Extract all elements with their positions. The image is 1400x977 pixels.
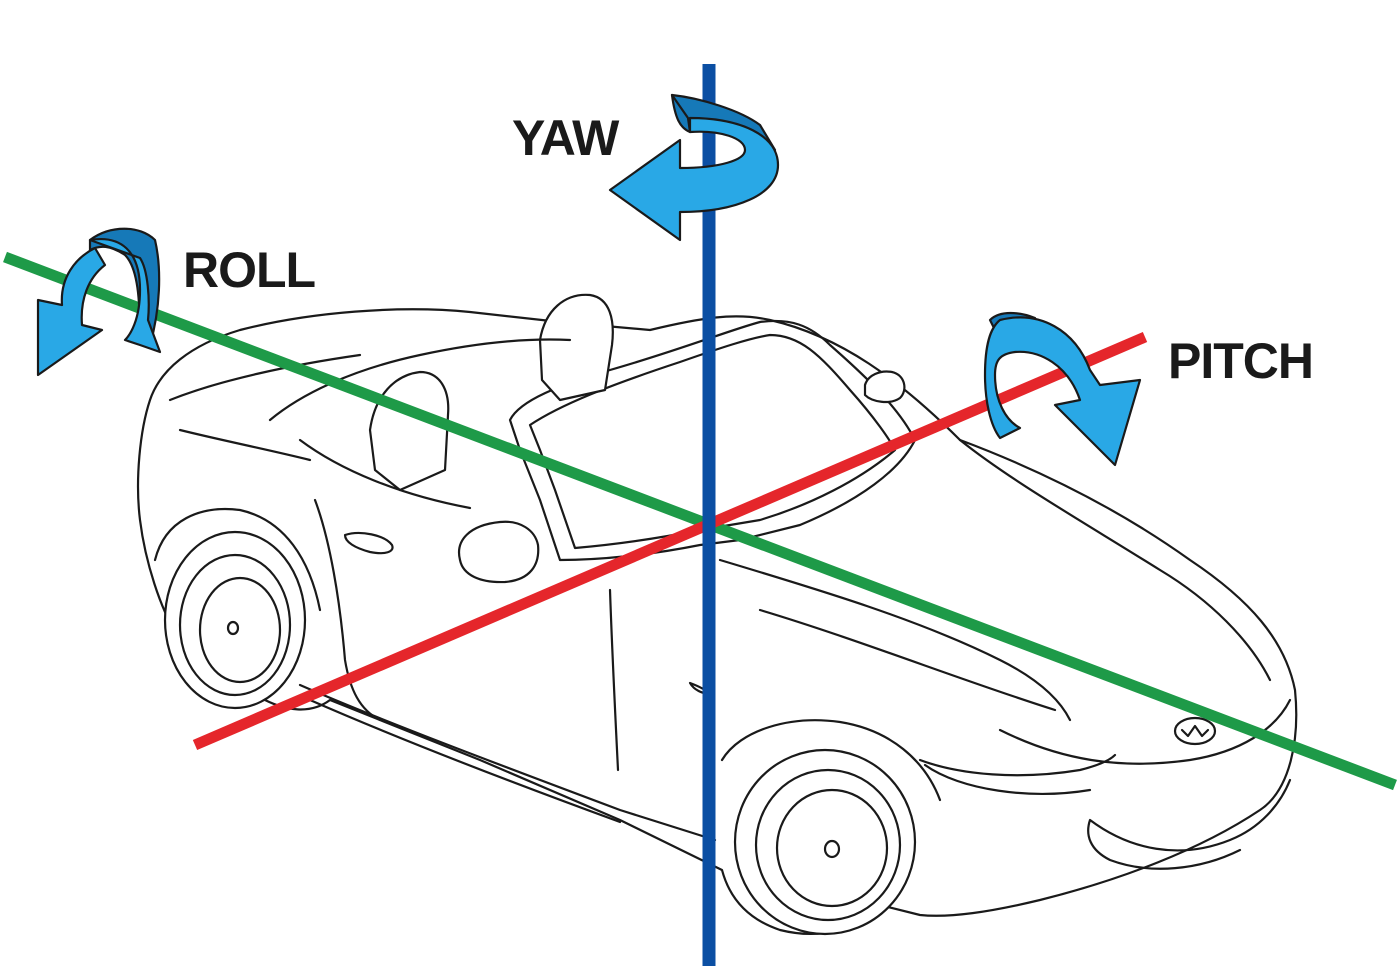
curved-rotation-arrow-icon — [36, 227, 162, 377]
brand-emblem — [1173, 716, 1217, 746]
roll-arrow-band — [88, 238, 162, 354]
front-bumper — [998, 698, 1292, 765]
pitch-arrow-band — [983, 316, 1142, 467]
front-wheel-arch — [720, 719, 942, 802]
roll-axis — [3, 251, 1397, 791]
door-handle — [343, 531, 394, 555]
door-outline — [313, 498, 620, 772]
pitch-label: PITCH — [1168, 333, 1313, 389]
cockpit-rim — [268, 338, 572, 510]
door-sill — [298, 683, 717, 842]
rearview-mirror — [863, 370, 906, 404]
roll-arrow-head — [36, 246, 107, 377]
hood-crease — [958, 438, 1272, 682]
rear-deck — [168, 353, 362, 462]
yaw-label: YAW — [512, 110, 620, 166]
hood-line — [718, 558, 1072, 722]
curved-rotation-arrow-icon — [983, 311, 1142, 467]
front-grille — [1087, 778, 1292, 870]
side-mirror — [457, 520, 540, 584]
headlight — [918, 753, 1117, 795]
windshield-frame — [508, 319, 917, 562]
yaw-arrow-curl — [670, 93, 692, 134]
seat-right — [538, 293, 614, 402]
rear-wheel — [163, 530, 307, 710]
rear-wheel-arch — [153, 508, 322, 612]
convertible-car-icon — [136, 293, 1298, 936]
roll-label: ROLL — [183, 242, 315, 298]
counter-clockwise-arrow-icon — [608, 93, 780, 242]
emblem-mark — [1180, 724, 1210, 738]
yaw-arrow-band — [608, 116, 780, 242]
front-wheel — [733, 748, 917, 936]
